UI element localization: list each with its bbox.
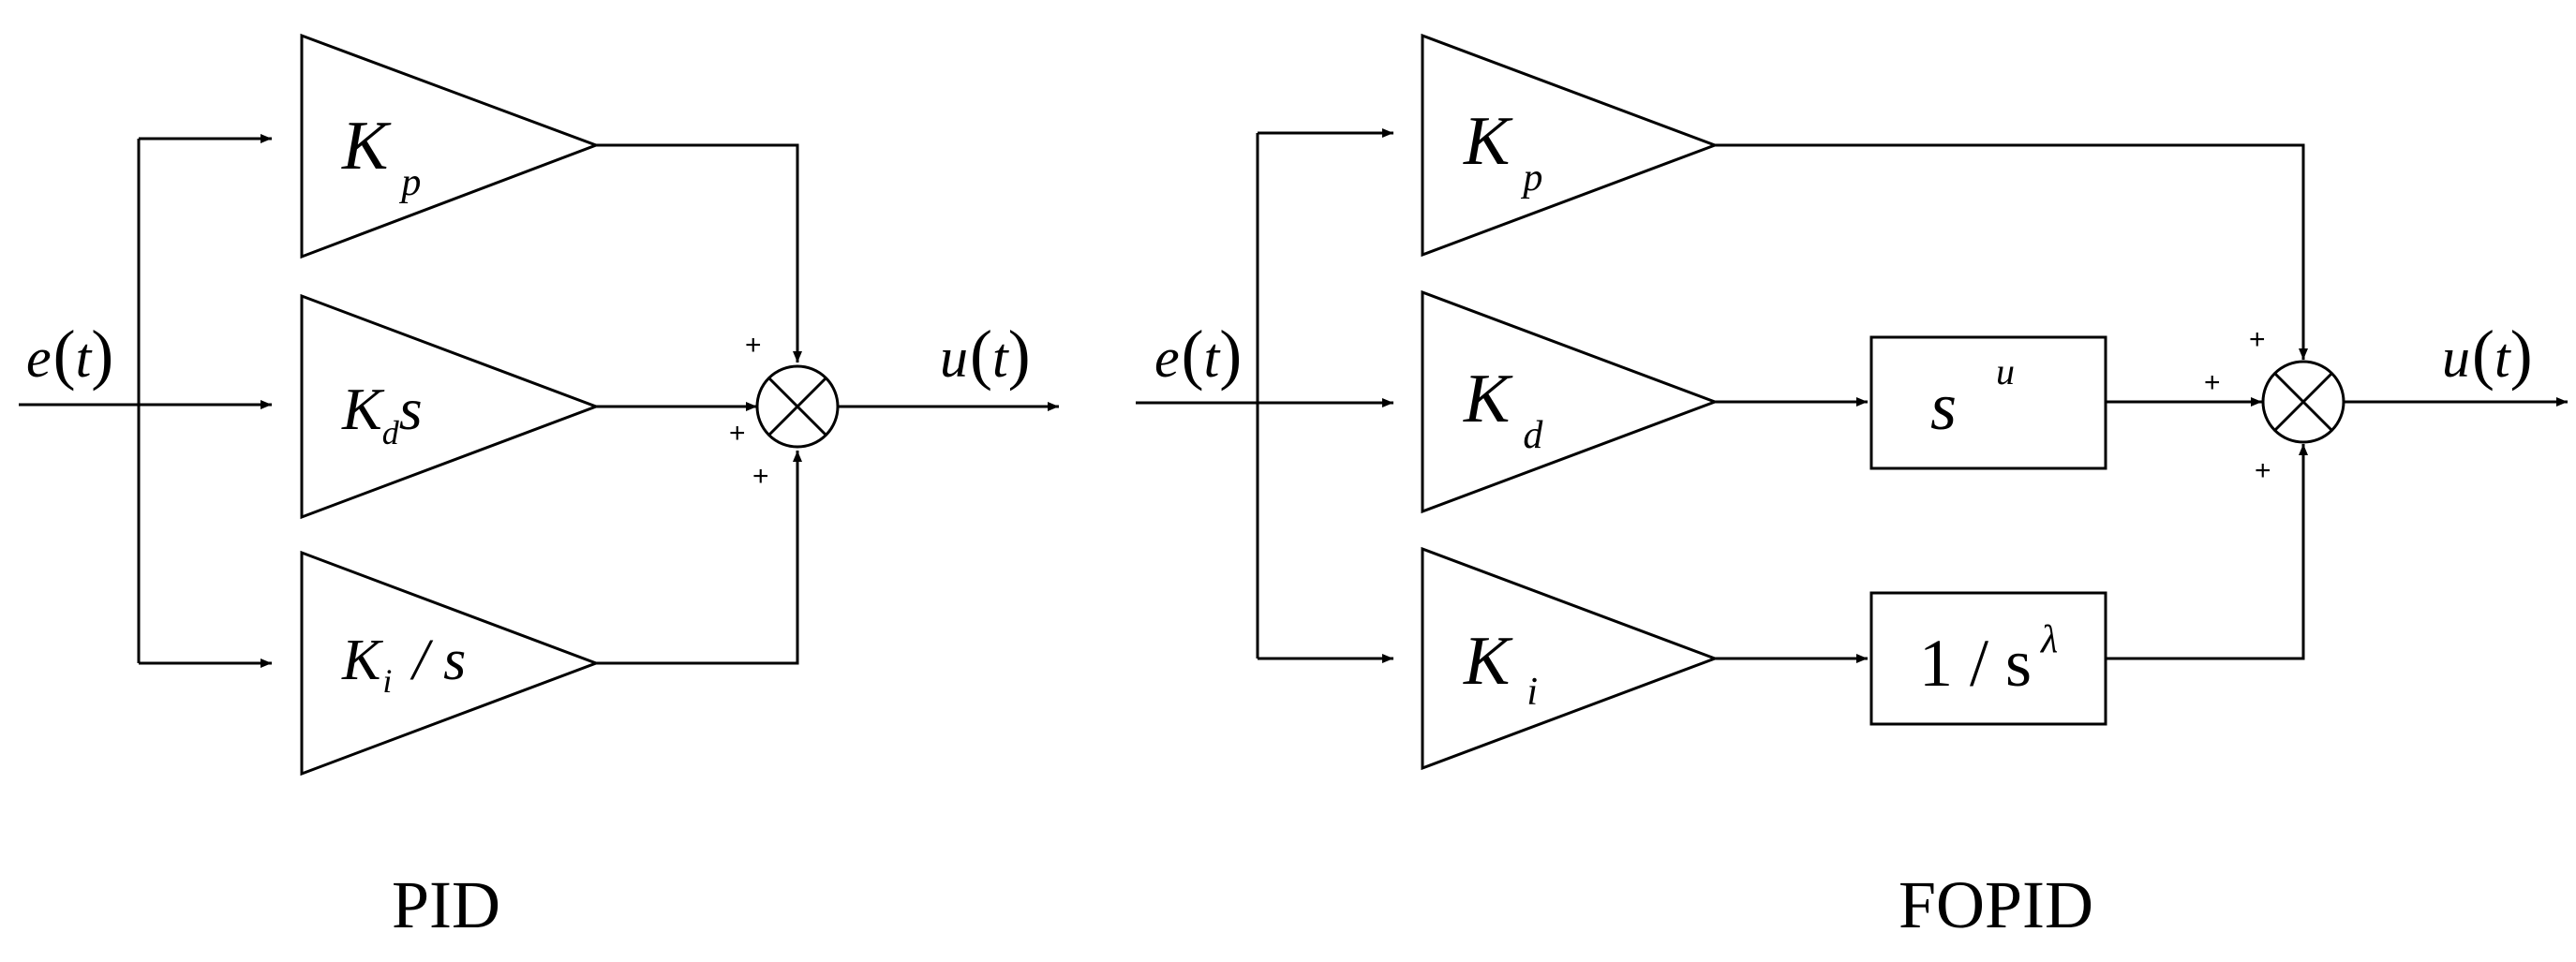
pid-summing-junction [755,364,840,449]
fopid-derivative-block [1869,335,2107,470]
pid-sign-left: + [729,418,746,449]
fopid-sign-bottom: + [2255,455,2271,486]
fopid-sign-left: + [2204,367,2221,398]
fopid-kp-output-line [1715,143,2308,360]
fopid-kd-gain-block [1421,289,1720,514]
fopid-input-label: e(t) [1154,317,1242,392]
fopid-integral-output-line [2106,444,2308,660]
fopid-output-label: u(t) [2442,317,2533,392]
fopid-ki-gain-block [1421,546,1720,771]
pid-kd-label: Kds [341,376,423,451]
pid-output-label: u(t) [940,317,1031,392]
fopid-kp-gain-block [1421,33,1720,258]
pid-ki-label: Ki/ s [341,629,466,700]
pid-ki-gain-block [300,550,601,777]
pid-kd-gain-block [300,293,601,520]
pid-sign-bottom: + [752,461,769,492]
pid-kp-output-line [596,143,802,363]
pid-input-label: e(t) [26,317,113,392]
pid-sign-top: + [745,330,762,361]
fopid-integral-block [1869,591,2107,726]
pid-caption: PID [392,867,500,942]
pid-kp-gain-block [300,33,601,259]
fopid-sign-top: + [2249,324,2266,355]
pid-ki-output-line [596,451,802,665]
fopid-summing-junction [2261,360,2345,444]
fopid-caption: FOPID [1898,867,2093,942]
